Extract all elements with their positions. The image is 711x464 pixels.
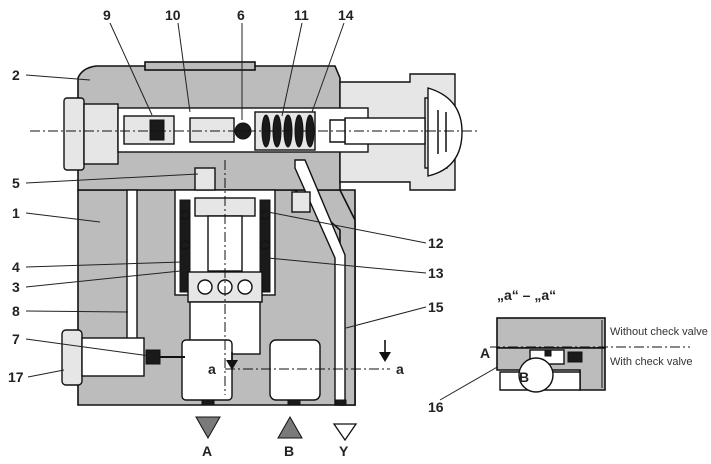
callout-7: 7 — [12, 331, 20, 347]
port-b-symbol: B — [277, 415, 303, 459]
check-valve-assembly — [61, 329, 185, 386]
main-spool-cavity — [174, 167, 276, 355]
with-check-valve-label: With check valve — [610, 356, 693, 368]
callout-2: 2 — [12, 67, 20, 83]
callouts: 9 10 6 11 14 2 5 1 4 3 8 7 17 12 13 15 1… — [8, 7, 507, 415]
main-spring — [179, 199, 271, 293]
callout-4: 4 — [12, 259, 20, 275]
callout-8: 8 — [12, 303, 20, 319]
detail-port-b-label: B — [519, 369, 529, 385]
internal-channels — [126, 159, 347, 406]
callout-15: 15 — [428, 299, 444, 315]
detail-port-a-label: A — [480, 345, 490, 361]
port-a-symbol: A — [195, 416, 221, 459]
callout-11: 11 — [294, 7, 309, 23]
callout-10: 10 — [165, 7, 181, 23]
port-a-label: A — [202, 443, 212, 459]
callout-6: 6 — [237, 7, 245, 23]
callout-1: 1 — [12, 205, 20, 221]
port-y-label: Y — [339, 443, 349, 459]
section-detail: „a“ – „a“ A B Without check valve With c… — [480, 287, 708, 393]
pilot-spring — [261, 114, 315, 148]
port-b-label: B — [284, 443, 294, 459]
section-marker-left: a — [208, 361, 216, 377]
callout-12: 12 — [428, 235, 444, 251]
callout-14: 14 — [338, 7, 354, 23]
section-marker-right: a — [396, 361, 404, 377]
detail-title: „a“ – „a“ — [497, 287, 556, 303]
callout-5: 5 — [12, 175, 20, 191]
callout-9: 9 — [103, 7, 111, 23]
callout-13: 13 — [428, 265, 444, 281]
callout-16: 16 — [428, 399, 444, 415]
without-check-valve-label: Without check valve — [610, 326, 708, 338]
section-line: a a — [208, 340, 404, 377]
callout-17: 17 — [8, 369, 24, 385]
port-y-symbol: Y — [332, 423, 358, 459]
callout-3: 3 — [12, 279, 20, 295]
